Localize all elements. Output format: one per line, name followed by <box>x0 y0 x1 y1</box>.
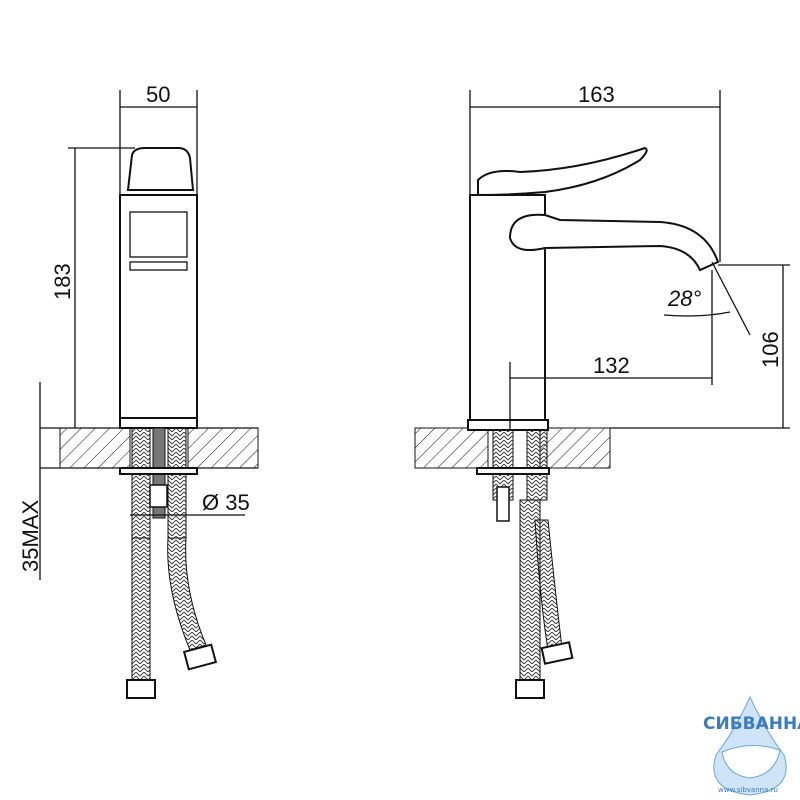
hose-left <box>131 537 151 681</box>
height-dimension: 183 <box>50 263 75 300</box>
logo-url: www.sibvanna.ru <box>718 786 778 794</box>
reach-dimension: 132 <box>593 353 630 378</box>
shank-hose-right <box>167 427 187 539</box>
countertop-right <box>187 427 259 469</box>
hose-right <box>167 537 207 651</box>
spout <box>508 213 720 272</box>
angle-dimension: 28° <box>667 286 701 311</box>
handle <box>126 147 195 191</box>
logo-name: СИБВАННА <box>703 714 800 734</box>
width-dimension: 50 <box>146 82 170 107</box>
washer <box>119 467 198 475</box>
hole-diameter: Ø 35 <box>202 490 250 515</box>
base-plate <box>467 419 549 431</box>
front-view: 50 183 35MAX Ø 35 <box>18 82 259 699</box>
side-view: 163 28° 132 106 <box>414 82 790 699</box>
length-dimension: 163 <box>578 82 615 107</box>
base-plate <box>119 417 198 429</box>
countertop-left <box>59 427 131 469</box>
faucet-body <box>119 194 198 419</box>
sibvanna-logo: СИБВАННА www.sibvanna.ru <box>703 695 800 796</box>
shank-hose-left <box>131 427 151 539</box>
spout-height-dimension: 106 <box>758 331 783 368</box>
handle <box>477 146 648 197</box>
depth-dimension: 35MAX <box>18 500 43 572</box>
